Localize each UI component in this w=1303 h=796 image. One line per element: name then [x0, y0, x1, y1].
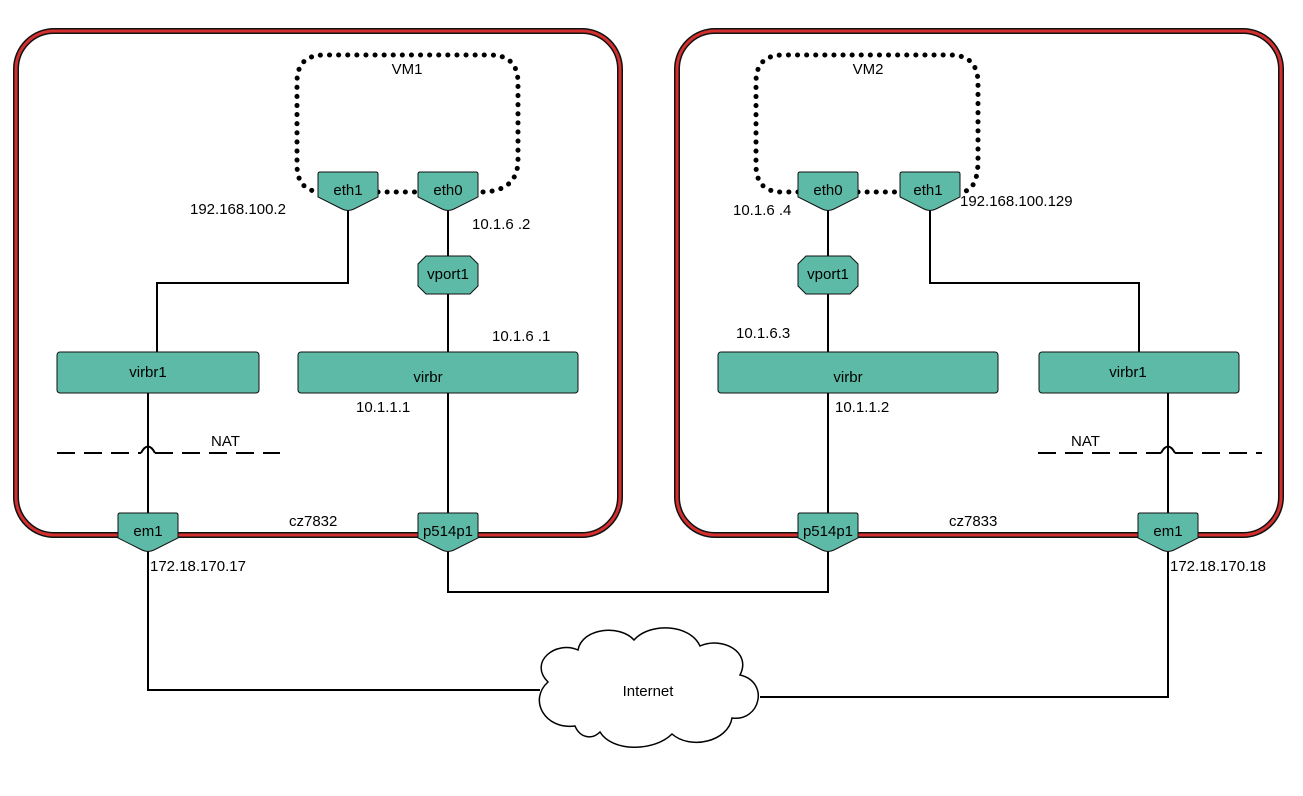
virbr-ip-bottom-right: 10.1.1.2	[835, 399, 889, 416]
eth0-port-vm2[interactable]: eth0	[797, 171, 859, 211]
vport1-left[interactable]: vport1	[417, 255, 479, 295]
vm1-name: VM1	[392, 61, 423, 78]
virbr1-label-right: virbr1	[1109, 364, 1147, 381]
vm1-eth0-ip: 10.1.6 .2	[472, 216, 530, 233]
svg-text:p514p1: p514p1	[803, 523, 853, 540]
eth1-port-vm1[interactable]: eth1	[317, 171, 379, 211]
vm2-name: VM2	[853, 61, 884, 78]
eth1-port-vm2[interactable]: eth1	[899, 171, 961, 211]
vm1-boundary	[294, 52, 521, 195]
svg-text:vport1: vport1	[427, 266, 469, 283]
p514p1-port-left[interactable]: p514p1	[417, 512, 479, 552]
vm2-eth0-ip: 10.1.6 .4	[733, 202, 791, 219]
p514p1-port-right[interactable]: p514p1	[797, 512, 859, 552]
svg-text:vport1: vport1	[807, 266, 849, 283]
virbr-label-left: virbr	[413, 369, 442, 386]
svg-text:eth1: eth1	[333, 182, 362, 199]
virbr1-bridge-right[interactable]: virbr1	[1038, 351, 1240, 394]
virbr-ip-top-left: 10.1.6 .1	[492, 328, 550, 345]
internet-label: Internet	[623, 683, 675, 700]
virbr-label-right: virbr	[833, 369, 862, 386]
em1-port-left[interactable]: em1	[117, 512, 179, 552]
em1-ip-right: 172.18.170.18	[1170, 558, 1266, 575]
em1-port-right[interactable]: em1	[1137, 512, 1199, 552]
internet-cloud-icon: Internet	[538, 627, 759, 748]
host-box-cz7833	[674, 28, 1284, 538]
hostname-right: cz7833	[949, 513, 997, 530]
hostname-left: cz7832	[289, 513, 337, 530]
virbr-ip-top-right: 10.1.6.3	[736, 325, 790, 342]
nat-label-right: NAT	[1071, 433, 1100, 450]
svg-text:eth0: eth0	[433, 182, 462, 199]
wire-eth1-virbr1-right	[929, 207, 1140, 352]
vport1-right[interactable]: vport1	[797, 255, 859, 295]
vm1-eth1-ip: 192.168.100.2	[190, 201, 286, 218]
nat-line-right	[1038, 445, 1262, 454]
virbr-bridge-left[interactable]: virbr	[297, 351, 579, 394]
svg-text:p514p1: p514p1	[423, 523, 473, 540]
nat-line-left	[57, 445, 280, 454]
svg-text:em1: em1	[133, 523, 162, 540]
nat-label-left: NAT	[211, 433, 240, 450]
svg-text:eth0: eth0	[813, 182, 842, 199]
wire-p514p1-link	[447, 550, 829, 593]
vm2-boundary	[753, 52, 981, 195]
vm2-eth1-ip: 192.168.100.129	[960, 193, 1073, 210]
svg-text:em1: em1	[1153, 523, 1182, 540]
wire-em1-internet-left	[147, 550, 540, 691]
em1-ip-left: 172.18.170.17	[150, 558, 246, 575]
virbr-ip-bottom-left: 10.1.1.1	[356, 399, 410, 416]
virbr1-label-left: virbr1	[129, 364, 167, 381]
wire-eth1-virbr1-left	[156, 207, 349, 352]
virbr-bridge-right[interactable]: virbr	[717, 351, 999, 394]
host-box-cz7832	[13, 28, 623, 538]
virbr1-bridge-left[interactable]: virbr1	[56, 351, 260, 394]
svg-text:eth1: eth1	[913, 182, 942, 199]
wire-em1-internet-right	[760, 550, 1169, 698]
eth0-port-vm1[interactable]: eth0	[417, 171, 479, 211]
